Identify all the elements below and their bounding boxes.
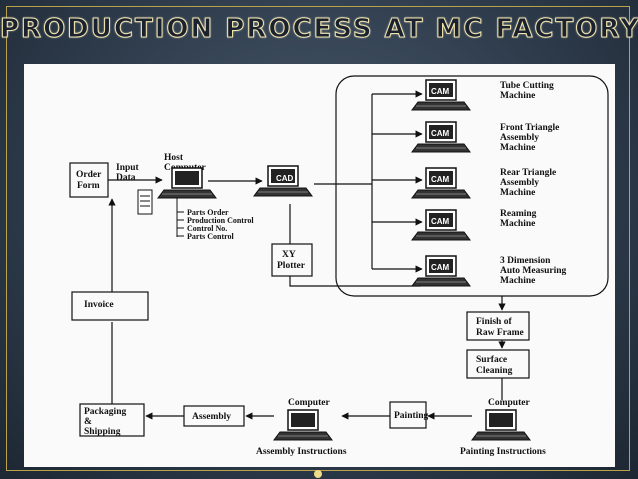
- slide-dot: [314, 470, 322, 478]
- xy-plotter-line-2: Plotter: [277, 261, 306, 271]
- input-data-label-2: Data: [116, 173, 136, 183]
- finish-raw-frame-line-1: Finish of: [476, 317, 512, 327]
- machine-4-line-2: Machine: [500, 219, 535, 229]
- packaging-line-2: &: [84, 417, 92, 427]
- surface-cleaning-line-2: Cleaning: [476, 366, 513, 376]
- assembly-instructions-label: Assembly Instructions: [256, 447, 347, 457]
- machine-2-line-3: Machine: [500, 143, 535, 153]
- machine-4-line-1: Reaming: [500, 209, 537, 219]
- xy-plotter-line-1: XY: [282, 250, 296, 260]
- machine-5-line-1: 3 Dimension: [500, 256, 551, 266]
- invoice-label: Invoice: [84, 300, 114, 310]
- painting-instructions-label: Painting Instructions: [460, 447, 546, 457]
- painting-computer-icon: [471, 409, 531, 441]
- assembly-computer-icon: [273, 409, 333, 441]
- host-cpu-icon: [137, 189, 153, 215]
- order-form-line-2: Form: [77, 181, 100, 191]
- cad-label: CAD: [276, 174, 294, 183]
- machine-3-line-1: Rear Triangle: [500, 168, 556, 178]
- machine-2-line-2: Assembly: [500, 133, 539, 143]
- painting-box: [389, 401, 427, 429]
- machine-5-line-3: Machine: [500, 276, 535, 286]
- packaging-line-1: Packaging: [84, 407, 126, 417]
- slide-title: PRODUCTION PROCESS AT MC FACTORY: [0, 14, 638, 45]
- cam-label-5: CAM: [431, 263, 450, 272]
- painting-label: Painting: [394, 411, 429, 421]
- host-output-1: Parts Order: [187, 208, 229, 217]
- assembly-label: Assembly: [192, 412, 231, 422]
- host-output-4: Parts Control: [187, 232, 235, 241]
- order-form-line-1: Order: [76, 170, 102, 180]
- surface-cleaning-box: [466, 349, 530, 379]
- input-data-label: Input: [116, 163, 140, 173]
- cam-label-3: CAM: [431, 175, 450, 184]
- order-form-box: [69, 162, 109, 198]
- diagram-panel: [24, 64, 615, 467]
- machine-3-line-3: Machine: [500, 188, 535, 198]
- computer-right-label: Computer: [488, 398, 530, 408]
- host-output-2: Production Control: [187, 216, 254, 225]
- surface-cleaning-line-1: Surface: [476, 355, 507, 365]
- machine-1-line-1: Tube Cutting: [500, 81, 554, 91]
- xy-plotter-box: [271, 243, 313, 277]
- machine-3-line-2: Assembly: [500, 178, 539, 188]
- finish-raw-frame-line-2: Raw Frame: [476, 328, 524, 338]
- invoice-box: [71, 291, 149, 321]
- cam-label-4: CAM: [431, 217, 450, 226]
- machine-2-line-1: Front Triangle: [500, 123, 559, 133]
- packaging-line-3: Shipping: [84, 427, 121, 437]
- host-output-3: Control No.: [187, 224, 227, 233]
- cam-label-2: CAM: [431, 129, 450, 138]
- machine-5-line-2: Auto Measuring: [500, 266, 566, 276]
- cam-group-box: [335, 75, 609, 297]
- computer-left-label: Computer: [288, 398, 330, 408]
- cam-label-1: CAM: [431, 87, 450, 96]
- packaging-label: Packaging&Shipping: [84, 407, 126, 437]
- plotter-to-measure-arrow: [289, 276, 424, 287]
- host-computer-label: Host: [164, 153, 184, 163]
- finish-raw-frame-box: [466, 311, 530, 341]
- machine-1-line-2: Machine: [500, 91, 535, 101]
